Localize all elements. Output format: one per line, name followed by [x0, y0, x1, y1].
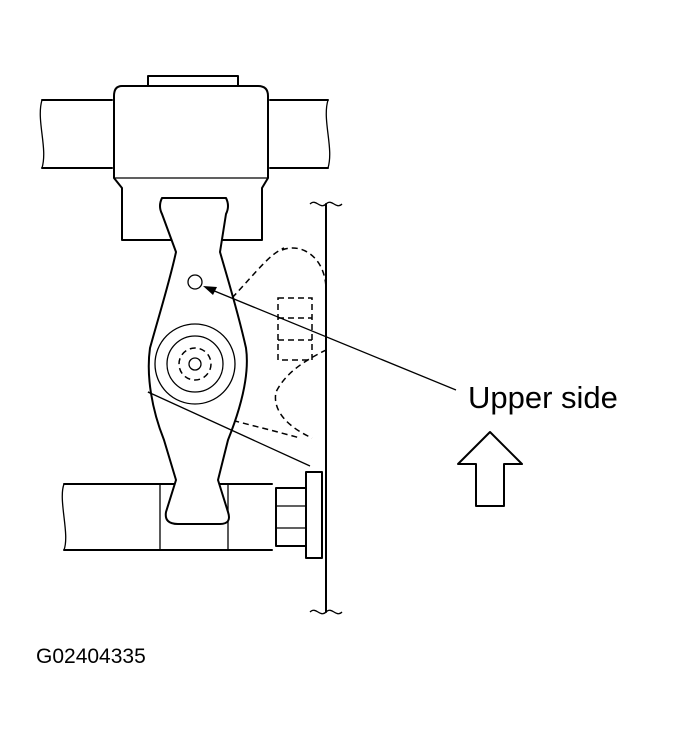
- upper-shaft: [39, 99, 331, 169]
- lower-shaft: [61, 483, 273, 551]
- up-arrow-icon: [457, 431, 523, 507]
- upper-bracket: [113, 75, 269, 241]
- oil-hole: [187, 274, 203, 290]
- rocker-arm: [147, 197, 248, 525]
- section-break-line: [309, 201, 343, 615]
- leader-lines: [147, 286, 457, 467]
- hex-bolt: [275, 471, 323, 559]
- figure-id: G02404335: [36, 645, 146, 668]
- upper-side-label: Upper side: [468, 380, 618, 415]
- hidden-bracket-outline: [147, 247, 327, 439]
- pivot-boss: [154, 323, 236, 405]
